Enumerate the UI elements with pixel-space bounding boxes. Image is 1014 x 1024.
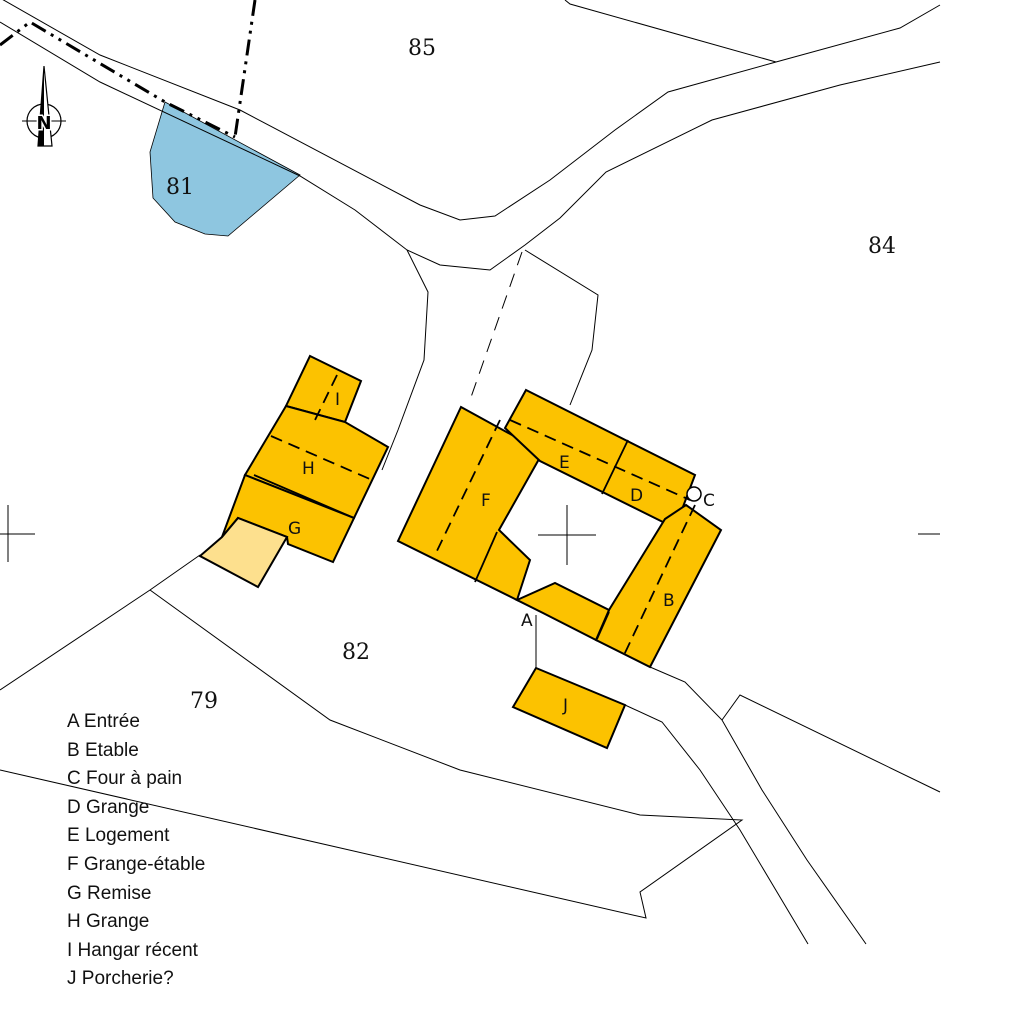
legend-item: D Grange [67, 796, 150, 818]
building-label-E: E [559, 453, 570, 473]
building-B [594, 503, 723, 669]
commune-boundary [0, 0, 257, 139]
parcel-boundaries [0, 0, 941, 945]
legend-item: F Grange-étable [67, 853, 206, 875]
building-label-J: J [562, 696, 568, 716]
building-label-G: G [288, 519, 301, 539]
building-label-B: B [663, 591, 675, 611]
legend-item: B Etable [67, 739, 139, 761]
building-label-I: I [335, 390, 340, 410]
survey-cross [0, 505, 940, 565]
north-letter: N [36, 113, 51, 134]
building-label-A: A [521, 611, 533, 631]
legend-item: E Logement [67, 825, 170, 847]
building-J [511, 666, 627, 750]
north-arrow-icon: N [22, 65, 66, 147]
building-dashed-divisions [270, 374, 696, 656]
building-label-C: C [703, 491, 715, 511]
legend-item: G Remise [67, 882, 152, 904]
building-G-annex [198, 516, 289, 589]
parcel-number-81: 81 [166, 175, 194, 200]
building-label-H: H [302, 459, 315, 479]
legend-item: J Porcherie? [67, 968, 174, 990]
legend-item: I Hangar récent [67, 939, 198, 961]
building-label-F: F [481, 491, 491, 511]
pond-parcel-81 [149, 101, 301, 237]
buildings [198, 354, 723, 750]
legend-item: C Four à pain [67, 768, 183, 790]
parcel-number-82: 82 [342, 640, 370, 665]
parcel-number-85: 85 [408, 36, 436, 61]
building-divisions [253, 439, 629, 640]
building-H [243, 404, 390, 520]
parcel-number-79: 79 [190, 689, 218, 714]
building-label-D: D [630, 486, 643, 506]
building-E [503, 388, 697, 530]
dashed-track [469, 251, 523, 401]
oven-marker [686, 486, 702, 502]
parcel-number-84: 84 [868, 234, 896, 259]
legend: A Entrée B Etable C Four à pain D Grange… [67, 708, 205, 994]
legend-item: A Entrée [67, 711, 140, 732]
legend-item: H Grange [67, 911, 150, 933]
